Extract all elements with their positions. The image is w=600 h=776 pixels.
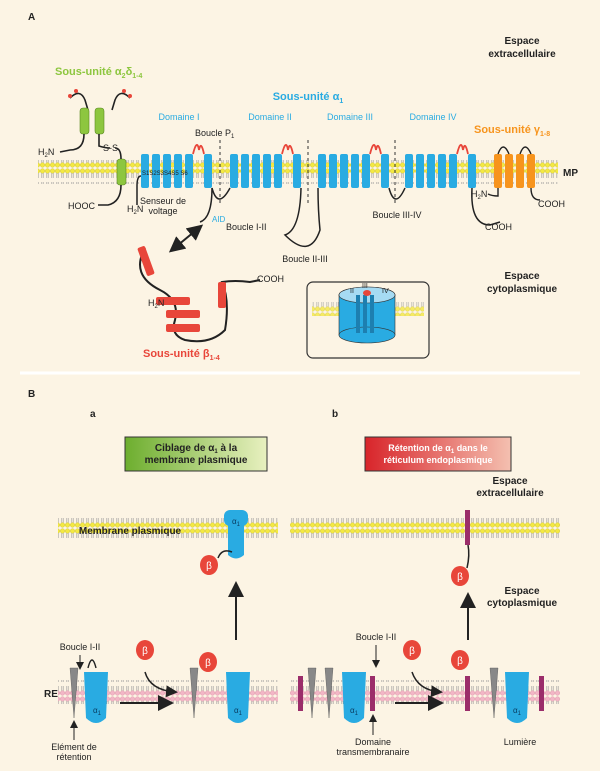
er-alpha-left-b: α1 [350,706,359,717]
beta-subunit-free-b [403,640,421,660]
domain-4-helices [405,144,476,188]
loop-label-a: Boucle I-II [60,642,101,652]
domain-label-2: transmembranaire [336,747,409,757]
beta-title: Sous-unité β1-4 [143,348,220,362]
loop-2-3-label: Boucle II-III [282,254,328,264]
cytoplasmic-label-2: cytoplasmique [487,284,557,295]
er-alpha-right-b: α1 [513,706,522,717]
b-cytoplasmic-1: Espace [504,586,539,597]
pore-label-ii: II [350,288,354,295]
subpanel-b-letter: b [332,409,338,420]
pore-label-iv: IV [382,288,389,295]
sensor-label-2: voltage [148,206,177,216]
gamma-subunit: Sous-unité γ1-8 H2N COOH [471,124,565,209]
plasma-membrane-c [290,514,560,538]
alpha1-title: Sous-unité α1 [273,91,344,105]
domain-3-helices [318,144,389,188]
extracellular-label-1: Espace [504,36,539,47]
loop-3-4-label: Boucle III-IV [372,210,421,220]
beta-subunit-membrane [200,555,218,575]
lumen-label: Lumière [504,737,537,747]
membrane-label: Membrane plasmique [79,526,182,537]
panel-b-letter: B [28,389,35,400]
segments-label: S1S2S3S4S5 S6 [142,171,188,177]
beta-cooh: COOH [257,274,284,284]
beta-subunit-free [136,640,154,660]
alpha2-delta-subunit: Sous-unité α2δ1-4 H2N S-S HOOC [38,66,142,211]
panel-a-letter: A [28,12,35,23]
domain-label-1: Domaine [355,737,391,747]
beta-glyph-membrane: β [206,561,212,572]
gamma-cooh: COOH [538,199,565,209]
alpha1-cooh: COOH [485,222,512,232]
subpanel-a-letter: a [90,409,96,420]
sensor-label-1: Senseur de [140,196,186,206]
b-extracellular-1: Espace [492,476,527,487]
retention-box-line2: réticulum endoplasmique [383,455,492,465]
domain-4-label: Domaine IV [409,112,456,122]
panel-a: A MP Espace extracellulaire Espace cytop… [28,12,578,362]
targeting-box [124,436,268,472]
alpha1-subunit: Sous-unité α1 Domaine I Domaine II Domai… [127,91,512,264]
mp-label: MP [563,168,578,179]
pore-inset: II III IV [306,281,430,359]
beta-glyph-free-b: β [409,646,415,657]
targeting-box-line1: Ciblage de α1 à la [155,443,238,455]
re-label: RE [44,689,58,700]
alpha2delta-h2n: H2N [38,147,54,159]
panel-b: B a Ciblage de α1 à la membrane plasmiqu… [28,389,560,762]
loop-label-b: Boucle I-II [356,632,397,642]
pore-label-iii: III [362,283,368,290]
subpanel-b-a: a Ciblage de α1 à la membrane plasmique … [44,409,278,762]
beta-subunit-bound-b [451,650,469,670]
membrane-alpha-label: α1 [232,517,241,528]
beta-glyph-bound-a: β [205,658,211,669]
aid-beta-interaction-arrow [168,224,204,253]
domain-1-helices: S1S2S3S4S5 S6 [141,144,212,188]
domain-3-label: Domaine III [327,112,373,122]
loop-1-2-label: Boucle I-II [226,222,267,232]
domain-1-label: Domaine I [158,112,199,122]
gamma-h2n: H2N [471,189,487,201]
b-extracellular-2: extracellulaire [476,488,544,499]
beta-glyph-membrane-b: β [457,572,463,583]
element-label-2: rétention [56,752,91,762]
subpanel-b-b: b Rétention de α1 dans le réticulum endo… [290,409,560,757]
alpha2delta-hooc: HOOC [68,201,96,211]
element-label-1: Elément de [51,742,97,752]
targeting-box-line2: membrane plasmique [145,455,248,466]
gamma-title: Sous-unité γ1-8 [474,124,550,138]
ss-label: S-S [103,143,118,153]
retention-box [364,436,512,472]
beta-subunit-bound-a [199,652,217,672]
beta-glyph-bound-b: β [457,656,463,667]
beta-glyph-free: β [142,646,148,657]
b-cytoplasmic-2: cytoplasmique [487,598,557,609]
er-alpha-left: α1 [93,706,102,717]
loop-p-label: Boucle P1 [195,128,235,140]
er-alpha-right-a: α1 [234,706,243,717]
retention-box-line1: Rétention de α1 dans le [388,443,487,455]
alpha2delta-title: Sous-unité α2δ1-4 [55,66,142,80]
alpha1-h2n: H2N [127,204,143,216]
domain-2-label: Domaine II [248,112,292,122]
beta-h2n: H2N [148,298,164,310]
beta-subunit-membrane-b [451,566,469,586]
extracellular-label-2: extracellulaire [488,49,556,60]
cytoplasmic-label-1: Espace [504,271,539,282]
beta-subunit: COOH H2N Sous-unité β1-4 [137,246,284,362]
domain-2-helices [211,144,301,200]
aid-label: AID [212,215,226,224]
